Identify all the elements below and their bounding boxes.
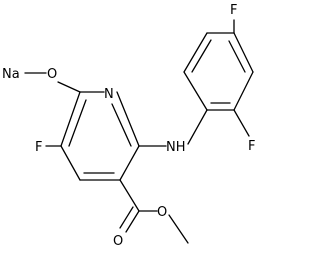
- bond-pyr-2: [116, 91, 140, 147]
- atom-nh-label: NH: [166, 140, 186, 155]
- atom-f-ortho-label: F: [248, 139, 255, 154]
- bond-pyr-3: [119, 145, 140, 181]
- bond-c-o-double-1: [125, 210, 140, 233]
- bond-pyr-6-inner: [68, 99, 87, 147]
- bond-nh-aryl: [187, 109, 208, 145]
- bond-ar-1: [183, 71, 208, 111]
- bond-c-o-double-2: [119, 206, 134, 229]
- atom-n-pyridine-label: N: [104, 87, 114, 102]
- bond-o-c: [57, 81, 81, 93]
- bond-c-f-ortho: [233, 109, 250, 137]
- structure-canvas: Na O N F NH F F O O: [2, 3, 255, 249]
- atom-f-top-label: F: [230, 3, 237, 18]
- molecule-structure: Na O N F NH F F O O: [2, 3, 255, 249]
- bond-ar-4: [233, 32, 254, 73]
- bond-c-ester: [119, 179, 140, 212]
- bond-ar-5: [233, 71, 254, 111]
- atom-o-ether-label: O: [47, 67, 57, 82]
- atom-na-label: Na: [2, 67, 20, 82]
- atom-o-ester-label: O: [157, 205, 167, 220]
- bond-ar-2-inner: [191, 39, 212, 73]
- bond-ar-4-inner: [228, 40, 246, 73]
- bond-pyr-5: [60, 145, 81, 181]
- bond-pyr-6: [60, 91, 81, 147]
- bond-pyr-2-inner: [111, 103, 132, 147]
- atom-o-carbonyl-label: O: [113, 234, 123, 249]
- atom-f-pyridine-label: F: [35, 140, 42, 155]
- bond-o-methyl: [168, 214, 189, 244]
- bond-ar-2: [183, 32, 208, 73]
